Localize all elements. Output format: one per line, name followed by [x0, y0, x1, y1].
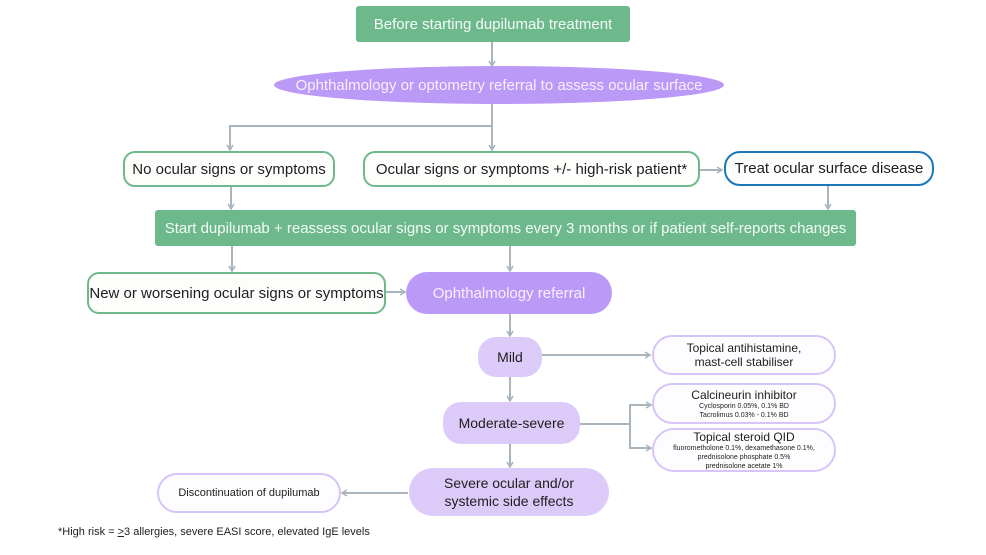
node-start-reassess: Start dupilumab + reassess ocular signs …	[155, 210, 856, 246]
node-treat-surface-label: Treat ocular surface disease	[734, 160, 924, 177]
node-severe-line2: systemic side effects	[444, 493, 574, 509]
node-severe-side-effects: Severe ocular and/or systemic side effec…	[409, 468, 609, 516]
node-antihistamine-line2: mast-cell stabiliser	[694, 355, 794, 369]
node-steroid-detail3: prednisolone acetate 1%	[705, 462, 783, 470]
node-steroid-detail1: fluorometholone 0.1%, dexamethasone 0.1%…	[673, 444, 815, 452]
node-steroid-title: Topical steroid QID	[693, 429, 795, 444]
node-ophth-referral: Ophthalmology referral	[406, 272, 612, 314]
footnote-suffix: 3 allergies, severe EASI score, elevated…	[124, 526, 370, 538]
node-discontinuation-label: Discontinuation of dupilumab	[178, 487, 320, 499]
arrow-referral-to-no-signs	[226, 104, 493, 152]
node-calcineurin-detail2: Tacrolimus 0.03% - 0.1% BD	[699, 411, 789, 419]
node-no-signs: No ocular signs or symptoms	[123, 151, 335, 187]
node-calcineurin-detail1: Cyclosporin 0.05%, 0.1% BD	[699, 402, 789, 410]
node-discontinuation: Discontinuation of dupilumab	[157, 473, 341, 513]
node-antihistamine-line1: Topical antihistamine,	[686, 341, 802, 355]
node-signs-high-risk: Ocular signs or symptoms +/- high-risk p…	[363, 151, 700, 187]
footnote-prefix: *High risk =	[58, 526, 118, 538]
node-steroid: Topical steroid QID fluorometholone 0.1%…	[652, 428, 836, 472]
node-start-reassess-label: Start dupilumab + reassess ocular signs …	[164, 219, 847, 237]
node-antihistamine: Topical antihistamine, mast-cell stabili…	[652, 335, 836, 375]
node-ophth-referral-label: Ophthalmology referral	[432, 284, 586, 302]
footnote: *High risk = >3 allergies, severe EASI s…	[58, 526, 370, 538]
node-moderate-severe-label: Moderate-severe	[458, 415, 565, 431]
node-new-worsening: New or worsening ocular signs or symptom…	[87, 272, 386, 314]
node-mild-label: Mild	[497, 349, 523, 365]
node-referral-assess-label: Ophthalmology or optometry referral to a…	[295, 76, 703, 94]
node-signs-high-risk-label: Ocular signs or symptoms +/- high-risk p…	[375, 160, 688, 178]
node-no-signs-label: No ocular signs or symptoms	[132, 160, 326, 178]
node-severe-line1: Severe ocular and/or	[444, 475, 574, 491]
node-steroid-detail2: prednisolone phosphate 0.5%	[697, 453, 791, 461]
node-mild: Mild	[478, 337, 542, 377]
node-referral-assess: Ophthalmology or optometry referral to a…	[274, 66, 724, 104]
node-treat-surface: Treat ocular surface disease	[724, 151, 934, 186]
node-moderate-severe: Moderate-severe	[443, 402, 580, 444]
node-new-worsening-label: New or worsening ocular signs or symptom…	[89, 284, 384, 302]
arrow-moderate-to-steroid	[629, 424, 653, 452]
node-before-start-label: Before starting dupilumab treatment	[373, 15, 613, 33]
arrow-moderate-to-calcineurin	[580, 401, 653, 425]
node-calcineurin: Calcineurin inhibitor Cyclosporin 0.05%,…	[652, 383, 836, 424]
node-before-start: Before starting dupilumab treatment	[356, 6, 630, 42]
node-calcineurin-title: Calcineurin inhibitor	[691, 387, 797, 402]
footnote-underlined: >	[117, 526, 125, 538]
